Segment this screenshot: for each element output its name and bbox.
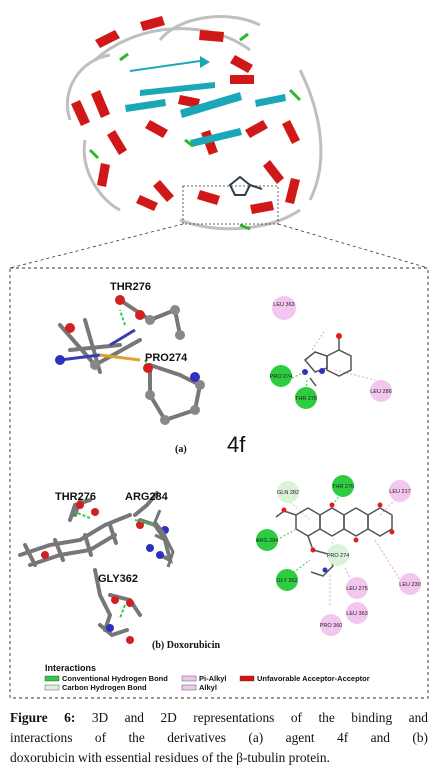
- legend-alkyl: Alkyl: [199, 683, 217, 692]
- residue-2d-leu286-a: LEU 286: [370, 389, 391, 395]
- caption-line-2: interactions of the derivatives (a) agen…: [10, 730, 428, 745]
- compound-4f-label: 4f: [227, 432, 246, 457]
- legend-swatch-alkyl: [181, 684, 197, 691]
- figure-caption: Figure 6: 3D and 2D representations of t…: [10, 708, 428, 768]
- inset-box: [9, 267, 429, 699]
- residue-2d-pro360-b: PRO 360: [320, 623, 343, 629]
- residue-pro274-a: PRO274: [145, 352, 188, 364]
- residue-2d-leu230-b: LEU 230: [399, 582, 420, 588]
- residue-2d-gln282-b: GLN 282: [277, 490, 299, 496]
- panel-a-label: (a): [175, 444, 187, 455]
- caption-line-3: doxorubicin with essential residues of t…: [10, 750, 330, 765]
- residue-2d-arg284-b: ARG 284: [256, 538, 279, 544]
- residue-2d-leu363-b: LEU 363: [346, 611, 367, 617]
- panel-b-3d: THR276 ARG284 GLY362: [18, 491, 175, 644]
- residue-gly362-b: GLY362: [98, 573, 138, 585]
- residue-2d-leu217-b: LEU 217: [389, 489, 410, 495]
- legend-swatch-unfavorable: [239, 675, 255, 682]
- legend-pi-alkyl: Pi-Alkyl: [199, 674, 227, 683]
- legend-swatch-carbon: [44, 684, 60, 691]
- interaction-legend: Interactions Conventional Hydrogen Bond …: [44, 663, 370, 692]
- residue-arg284-b: ARG284: [125, 491, 169, 503]
- legend-title: Interactions: [45, 663, 96, 673]
- panel-b-label: (b) Doxorubicin: [152, 640, 221, 651]
- residue-2d-leu363-a: LEU 363: [273, 302, 294, 308]
- residue-2d-gly362-b: GLY 362: [276, 578, 297, 584]
- residue-2d-thr276-a: THR 276: [295, 396, 317, 402]
- panel-b-2d: GLN 282 THR 276 LEU 217 ARG 284 PRO 274 …: [256, 475, 421, 636]
- residue-thr276-a: THR276: [110, 281, 151, 293]
- caption-line-1: 3D and 2D representations of the binding…: [91, 710, 428, 725]
- residue-2d-pro274-b: PRO 274: [327, 553, 350, 559]
- protein-ribbon: [9, 15, 429, 269]
- panel-a-2d: LEU 363 PRO 274 THR 276 LEU 286: [270, 296, 392, 409]
- caption-label: Figure 6:: [10, 710, 76, 725]
- residue-2d-thr276-b: THR 276: [332, 484, 354, 490]
- figure-6: THR276 PRO274 (a) 4f LEU 363 PRO 274 THR…: [9, 15, 429, 699]
- legend-swatch-conventional: [44, 675, 60, 682]
- residue-thr276-b: THR276: [55, 491, 96, 503]
- residue-2d-pro274-a: PRO 274: [270, 374, 293, 380]
- panel-a-3d: THR276 PRO274 (a) 4f: [55, 281, 246, 457]
- legend-carbon-h-bond: Carbon Hydrogen Bond: [62, 683, 147, 692]
- legend-conventional-h-bond: Conventional Hydrogen Bond: [62, 674, 168, 683]
- residue-2d-leu275-b: LEU 275: [346, 586, 367, 592]
- legend-swatch-pi-alkyl: [181, 675, 197, 682]
- legend-unfavorable-acceptor: Unfavorable Acceptor-Acceptor: [257, 674, 370, 683]
